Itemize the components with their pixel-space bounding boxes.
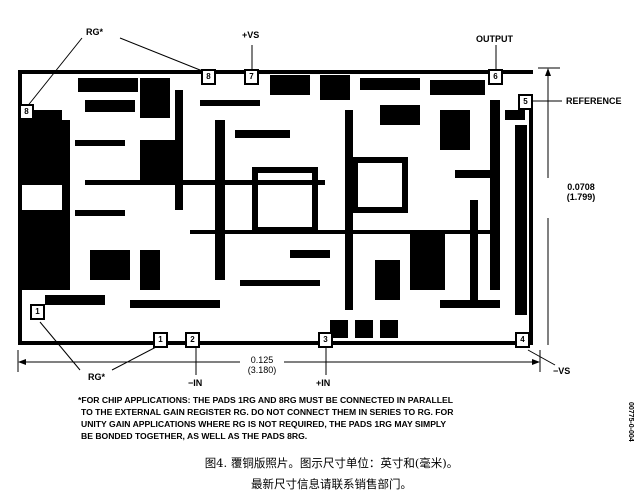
rg-top-label: RG* <box>86 27 104 37</box>
pad-4: 4 <box>515 332 530 348</box>
figure-caption-line2: 最新尺寸信息请联系销售部门。 <box>251 477 412 491</box>
note-line: TO THE EXTERNAL GAIN REGISTER RG. DO NOT… <box>81 407 454 417</box>
height-inches: 0.0708 <box>567 182 595 192</box>
reference-label: REFERENCE <box>566 96 622 106</box>
figure-caption-line1: 图4. 覆铜版照片。图示尺寸单位：英寸和(毫米)。 <box>204 456 459 470</box>
figure-code: 00775-0-004 <box>627 402 634 442</box>
pad-1-bottom: 1 <box>153 332 168 348</box>
pad-2: 2 <box>185 332 200 348</box>
pad-7: 7 <box>244 69 259 85</box>
width-inches: 0.125 <box>250 355 274 365</box>
note-line: UNITY GAIN APPLICATIONS WHERE RG IS NOT … <box>81 419 447 429</box>
height-dimension: 0.0708 (1.799) <box>566 182 596 202</box>
in-negative-label: −IN <box>188 378 203 388</box>
pad-8-left: 8 <box>19 104 34 120</box>
pad-8-top: 8 <box>201 69 216 85</box>
output-label: OUTPUT <box>476 34 513 44</box>
note-line: BE BONDED TOGETHER, AS WELL AS THE PADS … <box>81 431 308 441</box>
pad-3: 3 <box>318 332 333 348</box>
chip-application-note: *FOR CHIP APPLICATIONS: THE PADS 1RG AND… <box>78 394 518 442</box>
rg-bottom-label: RG* <box>88 372 106 382</box>
pad-6: 6 <box>488 69 503 85</box>
width-mm: (3.180) <box>247 365 277 375</box>
vs-negative-label: −VS <box>553 366 571 376</box>
width-dimension: 0.125 (3.180) <box>244 355 280 375</box>
pad-5: 5 <box>518 94 533 110</box>
in-positive-label: +IN <box>316 378 331 388</box>
pad-1-left: 1 <box>30 304 45 320</box>
note-line: *FOR CHIP APPLICATIONS: THE PADS 1RG AND… <box>78 395 453 405</box>
vs-positive-label: +VS <box>242 30 260 40</box>
height-mm: (1.799) <box>566 192 596 202</box>
